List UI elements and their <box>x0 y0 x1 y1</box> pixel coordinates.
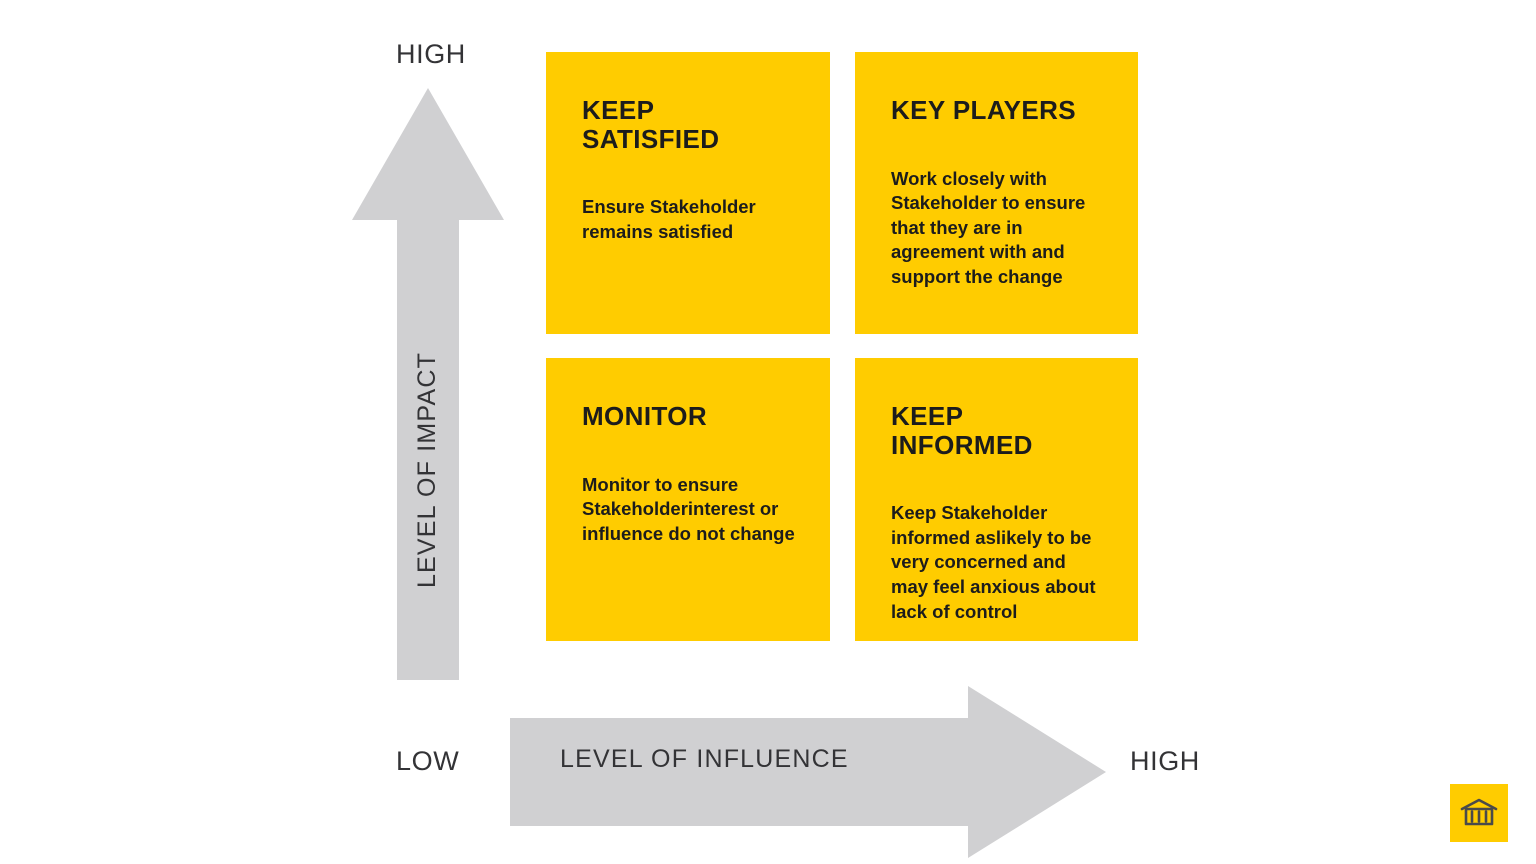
quadrant-title: KEEP SATISFIED <box>582 95 720 154</box>
up-arrow-icon <box>352 88 504 680</box>
quadrant-body: Monitor to ensure Stakeholderinterest or… <box>582 473 795 544</box>
quadrant-body: Ensure Stakeholder remains satisfied <box>582 196 756 242</box>
quadrant-keep-satisfied[interactable]: KEEP SATISFIED Ensure Stakeholder remain… <box>546 52 830 334</box>
quadrant-body: Keep Stakeholder informed aslikely to be… <box>891 502 1096 622</box>
x-axis-high-label: HIGH <box>1130 746 1200 776</box>
quadrant-monitor[interactable]: MONITOR Monitor to ensure Stakeholderint… <box>546 358 830 641</box>
quadrant-key-players[interactable]: KEY PLAYERS Work closely with Stakeholde… <box>855 52 1138 334</box>
quadrant-title: KEEP INFORMED <box>891 401 1033 460</box>
y-axis-high-label: HIGH <box>396 39 466 69</box>
right-arrow-icon <box>510 686 1106 858</box>
x-axis-low-label: LOW <box>396 746 460 776</box>
quadrant-keep-informed[interactable]: KEEP INFORMED Keep Stakeholder informed … <box>855 358 1138 641</box>
quadrant-body: Work closely with Stakeholder to ensure … <box>891 167 1086 287</box>
quadrant-title: MONITOR <box>582 401 708 431</box>
y-axis-label: LEVEL OF IMPACT <box>412 351 441 589</box>
x-axis-label: LEVEL OF INFLUENCE <box>560 745 849 773</box>
corner-badge[interactable] <box>1450 784 1508 842</box>
quadrant-title: KEY PLAYERS <box>891 95 1077 125</box>
bank-building-icon <box>1460 798 1498 826</box>
